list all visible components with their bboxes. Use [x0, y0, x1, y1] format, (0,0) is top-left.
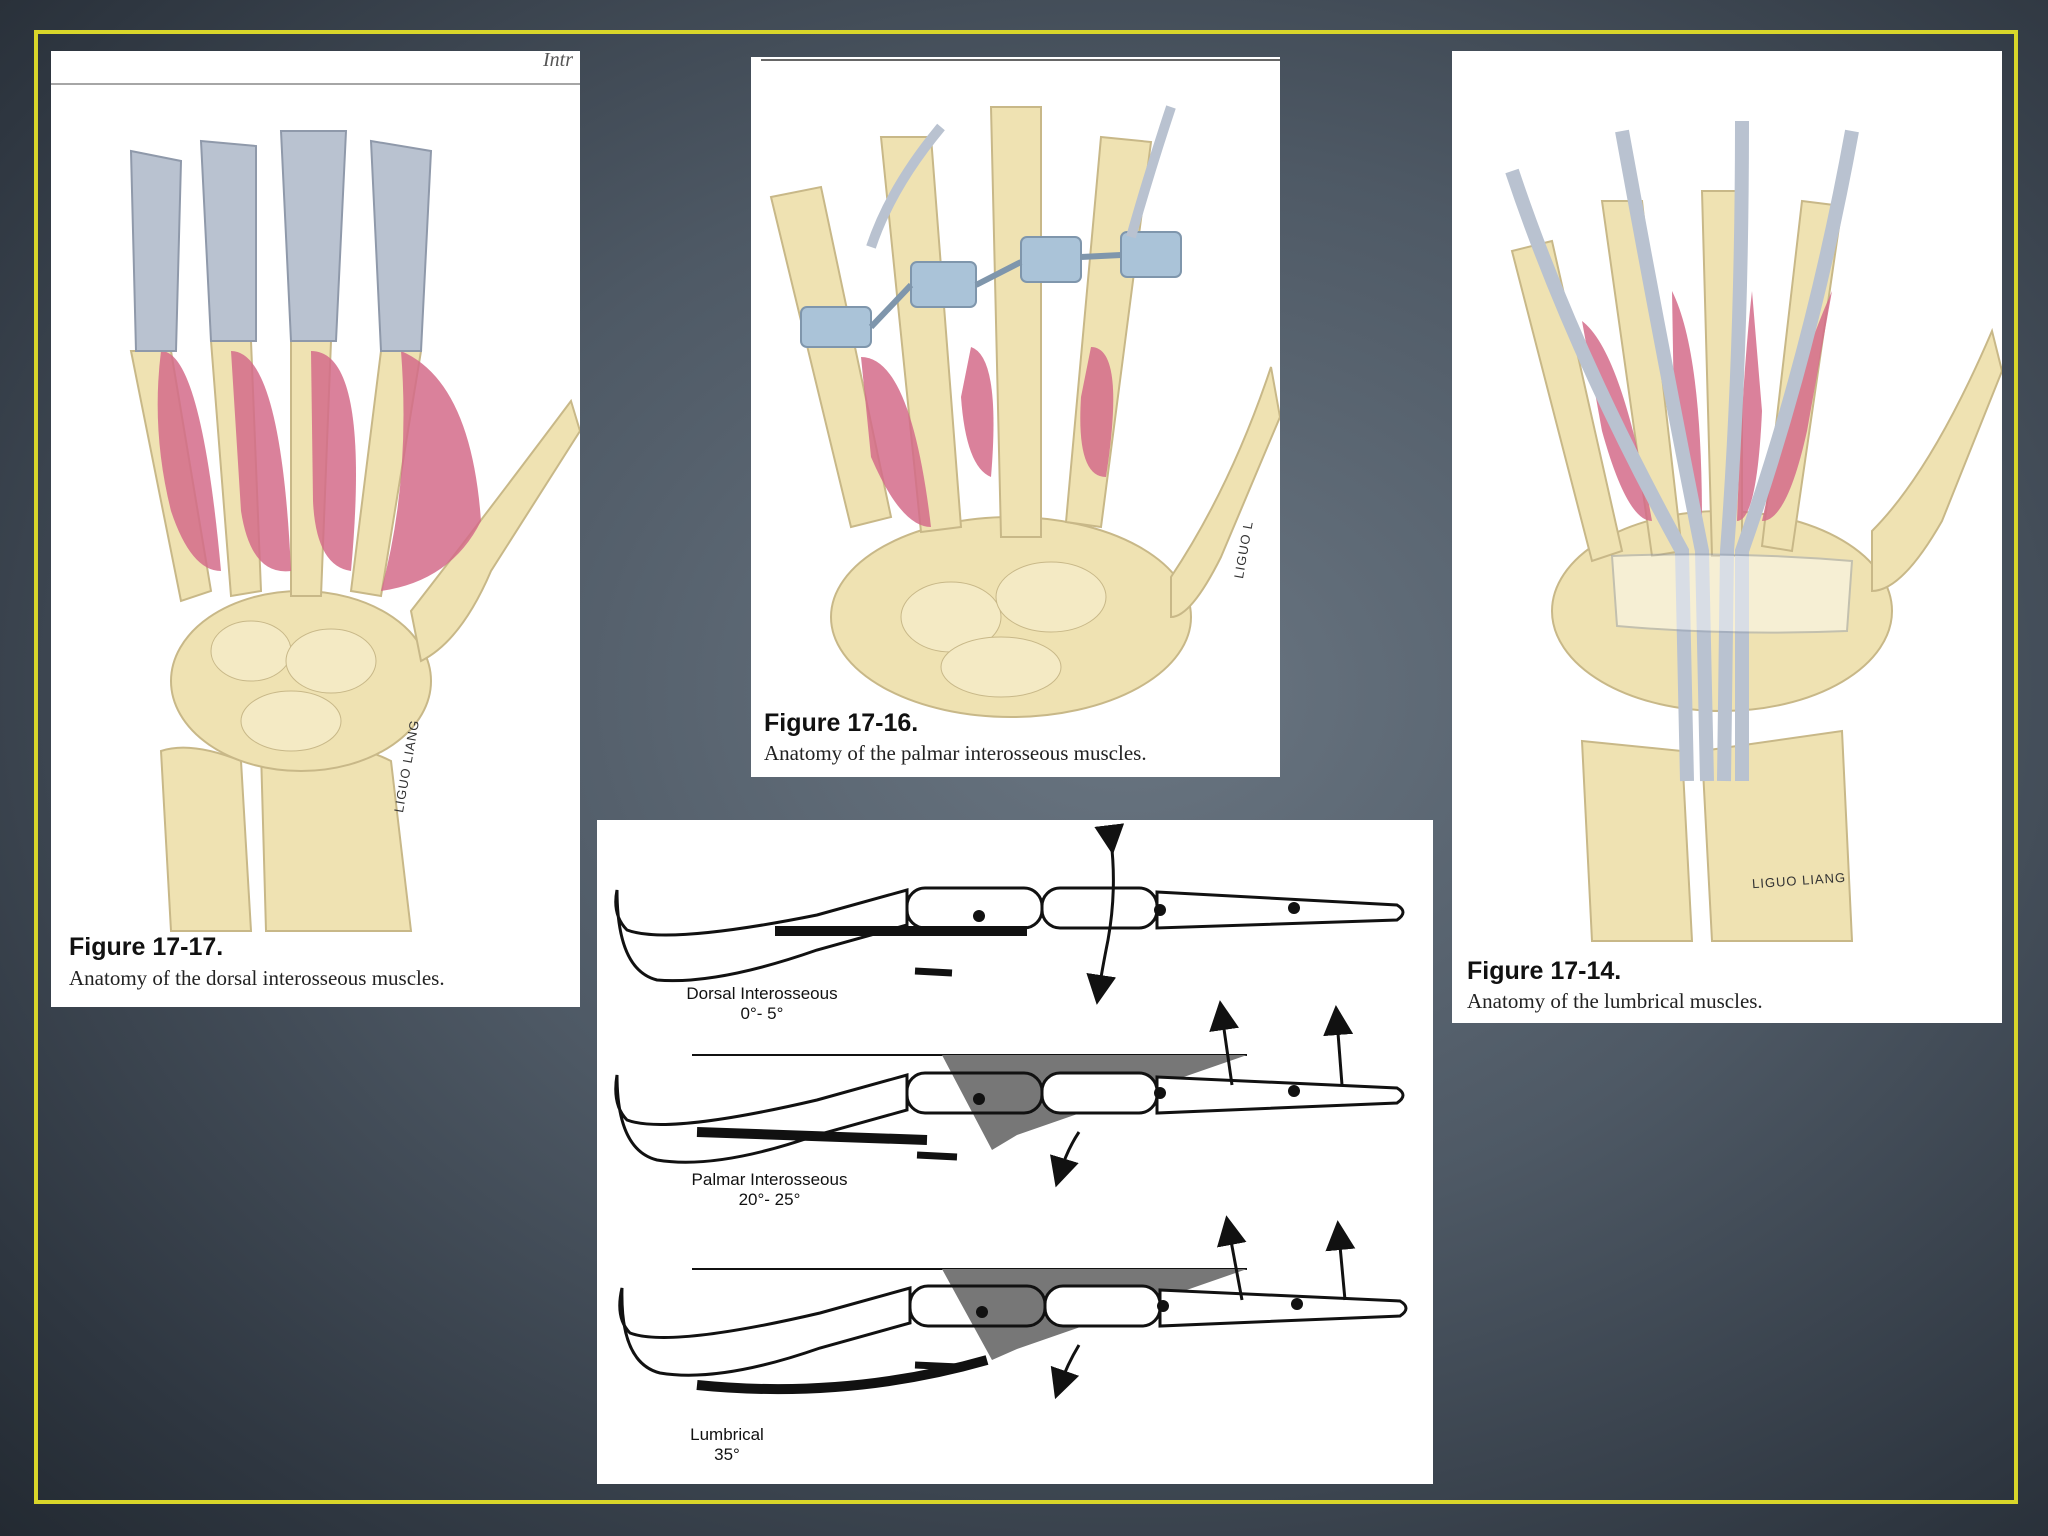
figure-caption: Anatomy of the palmar interosseous muscl… [764, 741, 1147, 765]
row-label-lumbrical: Lumbrical 35° [682, 1425, 772, 1465]
finger-motion-diagram: Dorsal Interosseous 0°- 5° Palmar Intero… [597, 820, 1433, 1484]
row-label-dorsal: Dorsal Interosseous 0°- 5° [677, 984, 847, 1024]
angle-value: 0°- 5° [740, 1004, 784, 1023]
figure-dorsal-interosseous: Intr LIGUO LIANG Figure 17-17. Anatomy o… [51, 51, 580, 1007]
figure-palmar-interosseous: LIGUO L Figure 17-16. Anatomy of the pal… [751, 57, 1280, 777]
muscle-name: Lumbrical [690, 1425, 764, 1444]
page-header-fragment: Intr [543, 51, 573, 71]
diagram-row-dorsal [614, 823, 1405, 1005]
figure-title: Figure 17-17. [69, 933, 224, 961]
diagram-row-palmar [614, 1000, 1405, 1188]
finger-bone-diagrams [614, 823, 1408, 1400]
figure-title: Figure 17-16. [764, 709, 919, 737]
dorsal-hand-illustration [51, 83, 580, 932]
palmar-hand-illustration [761, 59, 1280, 718]
muscle-name: Palmar Interosseous [691, 1170, 848, 1189]
muscle-name: Dorsal Interosseous [686, 984, 838, 1003]
figure-caption: Anatomy of the dorsal interosseous muscl… [69, 966, 445, 990]
slide-frame [34, 30, 2018, 1504]
angle-value: 20°- 25° [738, 1190, 801, 1209]
angle-value: 35° [714, 1445, 740, 1464]
figure-title: Figure 17-14. [1467, 957, 1622, 985]
row-label-palmar: Palmar Interosseous 20°- 25° [682, 1170, 857, 1210]
figure-lumbrical: LIGUO LIANG Figure 17-14. Anatomy of the… [1452, 51, 2002, 1023]
diagram-row-lumbrical [618, 1215, 1408, 1400]
figure-caption: Anatomy of the lumbrical muscles. [1467, 989, 1763, 1013]
lumbrical-hand-illustration [1505, 120, 2002, 942]
